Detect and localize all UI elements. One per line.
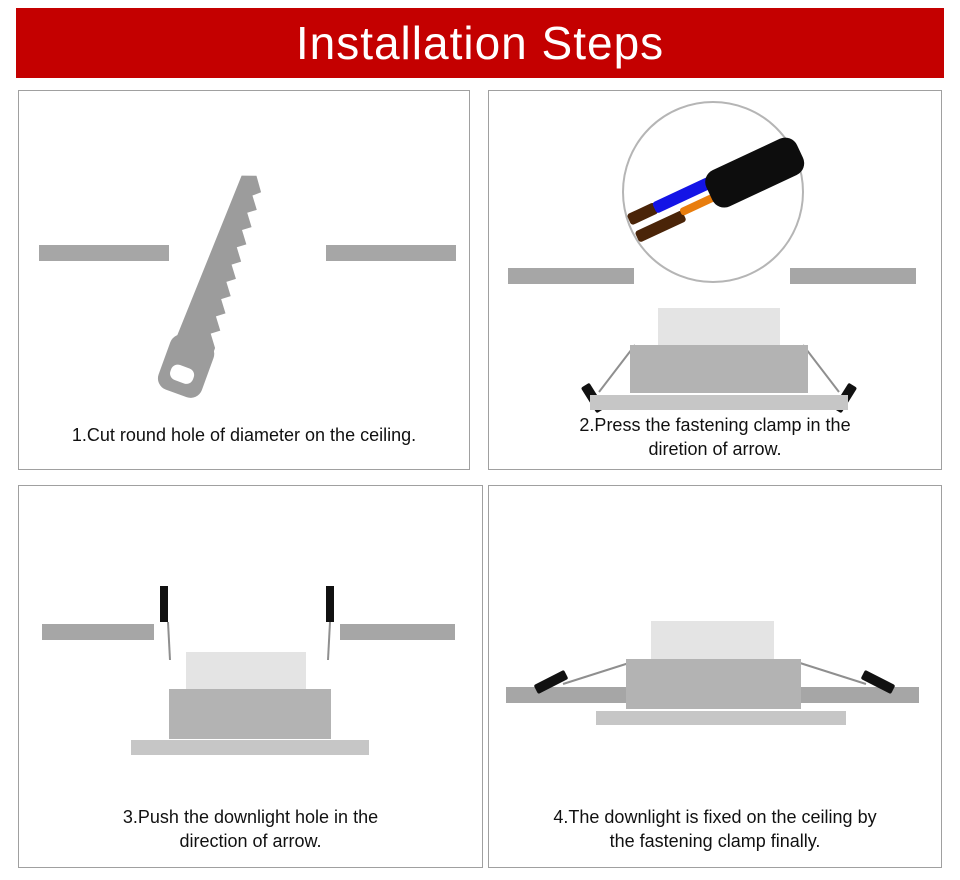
step3-caption-line2: direction of arrow. — [179, 830, 322, 851]
step4-caption-line1: 4.The downlight is fixed on the ceiling … — [553, 807, 877, 828]
clamp-tip-left-bar — [534, 670, 568, 694]
step3-illustration — [42, 586, 455, 755]
ceiling-bar-right — [326, 245, 456, 261]
clamp-spring-left — [598, 344, 636, 393]
saw-icon — [157, 175, 262, 398]
lamp-flange — [590, 395, 848, 410]
lamp-top — [186, 652, 306, 689]
wire-cable-icon — [627, 137, 805, 242]
lamp-top — [651, 621, 774, 659]
step1-caption: 1.Cut round hole of diameter on the ceil… — [19, 424, 469, 447]
lamp-body — [626, 659, 801, 709]
saw-handle — [157, 334, 215, 398]
saw-handle-hole — [170, 364, 195, 384]
clamp-tip-right-bar — [861, 670, 895, 694]
step3-panel: 3.Push the downlight hole in the directi… — [18, 485, 483, 868]
ceiling-bar-left — [39, 245, 169, 261]
clamp-tip-right — [326, 586, 334, 622]
clamp-tip-right — [861, 670, 895, 694]
wire-blue — [652, 177, 713, 213]
ceiling-bar-left — [506, 687, 629, 703]
ceiling-bar-right — [793, 687, 919, 703]
step4-panel: 4.The downlight is fixed on the ceiling … — [488, 485, 942, 868]
title-banner: Installation Steps — [16, 8, 944, 78]
lamp-flange — [131, 740, 369, 755]
lamp-top — [658, 308, 780, 345]
clamp-spring-left — [167, 621, 171, 661]
step2-caption-line1: 2.Press the fastening clamp in the — [579, 415, 851, 436]
clamp-tip-left — [534, 670, 568, 694]
step1-illustration — [39, 175, 456, 398]
lamp-flange — [596, 711, 846, 725]
step2-caption: 2.Press the fastening clamp in the diret… — [489, 414, 941, 461]
step1-caption-line1: 1.Cut round hole of diameter on the ceil… — [71, 424, 417, 445]
clamp-spring-right — [799, 662, 867, 685]
ceiling-bar-right — [340, 624, 455, 640]
clamp-spring-right — [802, 344, 840, 393]
step4-caption: 4.The downlight is fixed on the ceiling … — [489, 806, 941, 853]
wire-orange — [679, 193, 718, 216]
wire-brown-top — [627, 202, 658, 225]
lamp-body — [169, 689, 331, 739]
step2-panel: 2.Press the fastening clamp in the diret… — [488, 90, 942, 470]
cable-sheath — [705, 137, 805, 208]
lamp-body — [630, 345, 808, 393]
clamp-tip-left — [160, 586, 168, 622]
wire-brown-bottom — [635, 210, 686, 242]
ceiling-bar-left — [508, 268, 634, 284]
step1-panel: 1.Cut round hole of diameter on the ceil… — [18, 90, 470, 470]
step3-caption-line1: 3.Push the downlight hole in the — [122, 807, 379, 828]
saw-blade — [175, 175, 262, 354]
step4-illustration — [506, 621, 919, 725]
step2-caption-line2: diretion of arrow. — [648, 438, 782, 459]
step3-caption: 3.Push the downlight hole in the directi… — [19, 806, 482, 853]
clamp-spring-left — [562, 662, 630, 685]
clamp-spring-right — [327, 621, 331, 661]
page-title: Installation Steps — [295, 17, 665, 69]
step4-caption-line2: the fastening clamp finally. — [609, 830, 821, 851]
ceiling-bar-left — [42, 624, 154, 640]
step2-illustration — [508, 101, 916, 413]
ceiling-bar-right — [790, 268, 916, 284]
